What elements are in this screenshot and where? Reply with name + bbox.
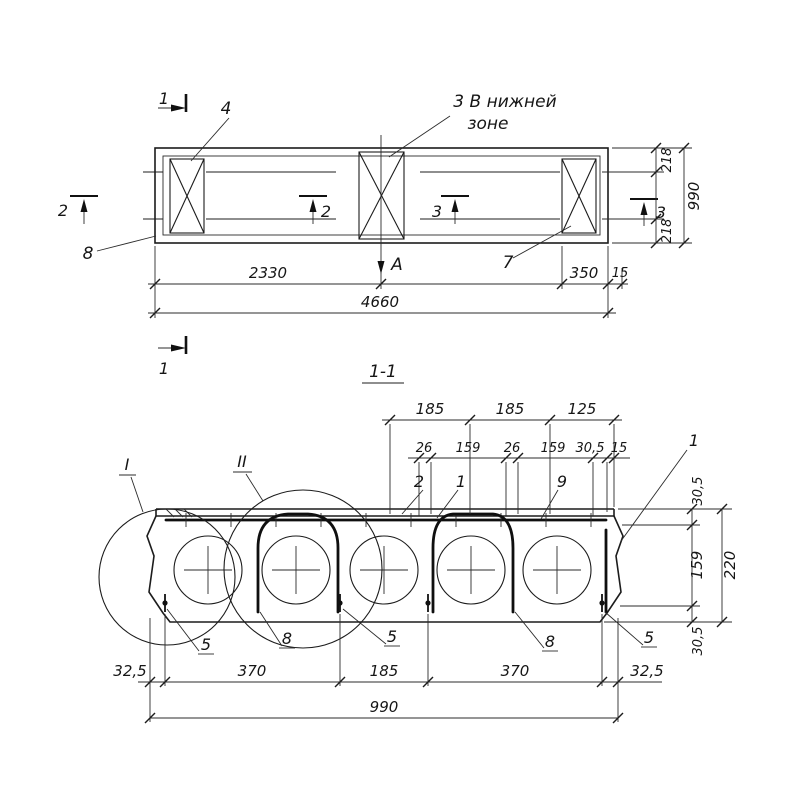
section-outline xyxy=(146,508,624,623)
dim-right-bottom: 30,5 xyxy=(691,627,706,656)
item-flange-label: 2 xyxy=(414,472,424,491)
axis-a: А xyxy=(377,135,403,289)
flange-hatch xyxy=(165,508,193,518)
item-anchor-mid-leader xyxy=(342,608,387,645)
dim-row2-0: 26 xyxy=(416,441,433,456)
plan-view: 1 1 2 2 3 xyxy=(58,89,703,378)
embed-plate-right xyxy=(561,158,597,234)
section-top-ticks xyxy=(384,414,620,464)
mark-2-outer-label: 2 xyxy=(58,201,68,220)
section-top-extension-lines xyxy=(389,424,615,516)
item-8-label: 8 xyxy=(83,244,94,264)
slab-outline xyxy=(154,147,609,244)
dim-width: 990 xyxy=(685,182,703,211)
item-anchor-right-leader xyxy=(604,611,644,646)
section-view: 1-1 xyxy=(98,362,739,724)
dim-bottom-0: 32,5 xyxy=(113,662,146,680)
dim-bottom-1: 370 xyxy=(238,662,267,680)
section-mark-1-top: 1 xyxy=(158,89,188,112)
section-title: 1-1 xyxy=(369,362,397,382)
section-bottom-ticks xyxy=(144,676,624,724)
plan-leader-lines xyxy=(96,115,572,259)
item-anchor-left-leader xyxy=(166,608,200,652)
item-7-label: 7 xyxy=(503,253,514,273)
embed-plate-left xyxy=(169,158,205,234)
dim-row2-5: 15 xyxy=(611,441,628,456)
hollow-cores xyxy=(173,535,592,605)
item-anchor-right-label: 5 xyxy=(644,628,654,647)
section-right-extension-lines xyxy=(604,508,732,623)
dim-bottom-2: 185 xyxy=(370,662,399,680)
dim-bottom-3: 370 xyxy=(501,662,530,680)
dim-right-total: 220 xyxy=(721,551,739,580)
section-mark-2-outer: 2 xyxy=(58,195,98,224)
mark-3-outer-label: 3 xyxy=(656,203,666,222)
section-mark-3-outer: 3 xyxy=(630,198,666,226)
dim-right-top: 30,5 xyxy=(691,477,706,506)
embed-plate-middle xyxy=(358,151,405,240)
anchor-loops xyxy=(162,594,605,612)
dim-row2-3: 159 xyxy=(541,441,566,456)
dim-bottom-4: 32,5 xyxy=(630,662,663,680)
mark-1-top-label: 1 xyxy=(159,89,169,108)
item-edge-bar-label: 1 xyxy=(689,431,699,450)
item-hook-right-label: 8 xyxy=(545,632,555,651)
section-right-ticks xyxy=(686,503,728,628)
dim-end-offset: 350 xyxy=(570,264,599,282)
dim-row2-2: 26 xyxy=(504,441,521,456)
note-line2: зоне xyxy=(467,114,508,134)
section-mark-2-inner: 2 xyxy=(299,195,331,224)
note-line1: 3 В нижней xyxy=(453,92,556,112)
item-hook-leader xyxy=(436,489,459,519)
mark-3-inner-label: 3 xyxy=(432,202,442,221)
axis-a-label: А xyxy=(390,255,403,275)
item-hook-left-label: 8 xyxy=(282,629,292,648)
dim-right-mid: 159 xyxy=(688,551,706,580)
section-mark-1-bottom: 1 xyxy=(158,336,188,378)
plan-dimension-lines xyxy=(148,148,685,314)
item-hook-left-leader xyxy=(259,611,283,647)
dim-row1-1: 185 xyxy=(496,400,525,418)
item-anchor-left-label: 5 xyxy=(201,635,211,654)
detail-1-leader xyxy=(130,476,144,513)
dim-half-length: 2330 xyxy=(249,264,287,282)
mark-2-inner-label: 2 xyxy=(321,202,331,221)
item-4-label: 4 xyxy=(221,99,232,119)
dim-row2-1: 159 xyxy=(456,441,481,456)
item-edge-bar-leader xyxy=(620,449,688,542)
item-hook-label: 1 xyxy=(456,472,466,491)
item-flange-leader xyxy=(401,489,424,515)
dim-edge-bottom: 218 xyxy=(660,219,675,244)
detail-1-label: I xyxy=(125,455,130,474)
detail-circle-2 xyxy=(223,489,383,649)
mark-1-bottom-label: 1 xyxy=(159,359,169,378)
plan-dimension-ticks xyxy=(149,142,690,319)
section-mark-3-inner: 3 xyxy=(432,195,469,224)
slab-inner-edge xyxy=(162,155,601,236)
detail-2-leader xyxy=(245,473,264,502)
item-mesh-leader xyxy=(540,489,559,520)
dim-row1-0: 185 xyxy=(416,400,445,418)
dim-gap: 15 xyxy=(612,266,629,281)
dim-total-length: 4660 xyxy=(361,293,399,311)
item-anchor-mid-label: 5 xyxy=(387,627,397,646)
dim-edge-top: 218 xyxy=(660,148,675,173)
item-mesh-label: 9 xyxy=(557,472,567,491)
plan-extension-lines xyxy=(154,147,692,318)
dim-row2-4: 30,5 xyxy=(576,441,605,456)
section-bottom-extension-lines xyxy=(149,614,619,722)
dim-bottom-total: 990 xyxy=(370,698,399,716)
hook-bar-left xyxy=(256,512,340,614)
hook-bar-right xyxy=(431,512,515,614)
rebar-lines xyxy=(143,171,560,220)
item-hook-right-leader xyxy=(514,611,545,649)
dim-row1-2: 125 xyxy=(568,400,597,418)
detail-circle-1 xyxy=(98,508,236,646)
detail-2-label: II xyxy=(237,452,247,471)
